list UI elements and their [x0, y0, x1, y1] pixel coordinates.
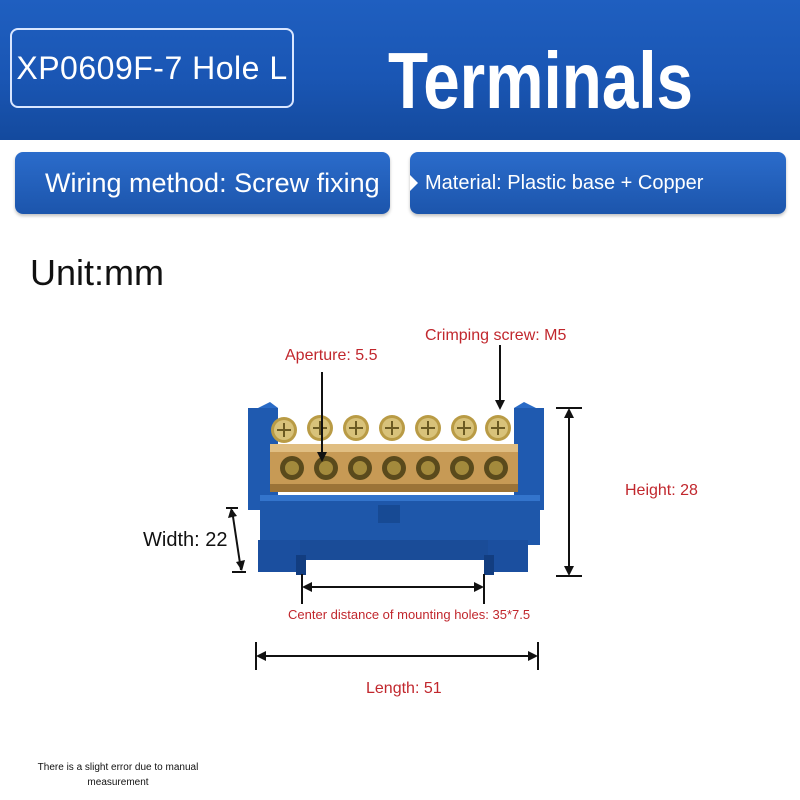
- model-label: XP0609F-7 Hole L: [10, 28, 294, 108]
- unit-label: Unit:mm: [30, 252, 164, 293]
- crimping-screw-label: Crimping screw: M5: [425, 327, 567, 344]
- screw-icon: [451, 415, 477, 441]
- screw-icon: [343, 415, 369, 441]
- notch-icon: [410, 175, 418, 191]
- length-label: Length: 51: [366, 680, 442, 697]
- measurement-note: There is a slight error due to manual me…: [37, 762, 199, 788]
- material-badge: Material: Plastic base + Copper terminal…: [410, 152, 786, 256]
- header-banner: XP0609F-7 Hole L Terminals: [0, 0, 800, 140]
- screw-icon: [271, 417, 297, 443]
- wiring-method-badge: Wiring method: Screw fixing: [15, 152, 390, 214]
- screw-icon: [379, 415, 405, 441]
- screw-icon: [485, 415, 511, 441]
- terminal-holes: [280, 456, 508, 480]
- screw-icon: [307, 415, 333, 441]
- material-text: Material: Plastic base + Copper terminal…: [425, 172, 704, 256]
- mounting-holes-label: Center distance of mounting holes: 35*7.…: [288, 607, 531, 622]
- wiring-method-text: Wiring method: Screw fixing: [45, 168, 380, 198]
- height-label: Height: 28: [625, 482, 698, 499]
- width-label: Width: 22: [143, 529, 228, 551]
- dimension-lines: [226, 345, 582, 670]
- aperture-label: Aperture: 5.5: [285, 347, 378, 364]
- crimping-screws: [271, 415, 511, 443]
- copper-bar: [270, 444, 518, 492]
- screw-icon: [415, 415, 441, 441]
- plastic-base: [248, 402, 544, 575]
